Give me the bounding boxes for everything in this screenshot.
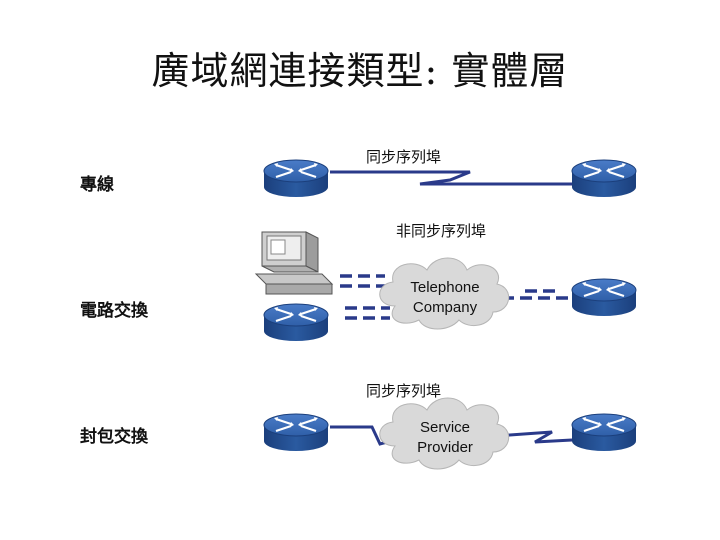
computer-icon bbox=[254, 231, 334, 295]
link-label-sync-1: 同步序列埠 bbox=[366, 148, 442, 166]
row-leased-line bbox=[262, 158, 638, 199]
row-circuit-switched bbox=[254, 231, 638, 343]
serial-link-icon bbox=[494, 430, 573, 444]
row-label-packet-switched: 封包交換 bbox=[80, 427, 148, 447]
router-icon bbox=[262, 302, 330, 343]
cloud-text: Service Provider bbox=[417, 419, 473, 456]
router-icon bbox=[262, 158, 330, 199]
row-packet-switched bbox=[262, 397, 638, 470]
router-icon bbox=[262, 412, 330, 453]
cloud-label-telephone-company: Telephone Company bbox=[395, 278, 495, 318]
link-label-sync-2: 同步序列埠 bbox=[366, 382, 442, 400]
cloud-label-service-provider: Service Provider bbox=[395, 418, 495, 458]
row-label-leased-line: 專線 bbox=[80, 175, 114, 195]
router-icon bbox=[570, 158, 638, 199]
cloud-text: Telephone Company bbox=[410, 279, 480, 316]
router-icon bbox=[570, 277, 638, 318]
router-icon bbox=[570, 412, 638, 453]
link-label-async: 非同步序列埠 bbox=[396, 222, 487, 240]
serial-link-icon bbox=[330, 170, 572, 186]
row-label-circuit-switched: 電路交換 bbox=[80, 301, 148, 321]
page-title: 廣域網連接類型: 實體層 bbox=[151, 49, 569, 93]
